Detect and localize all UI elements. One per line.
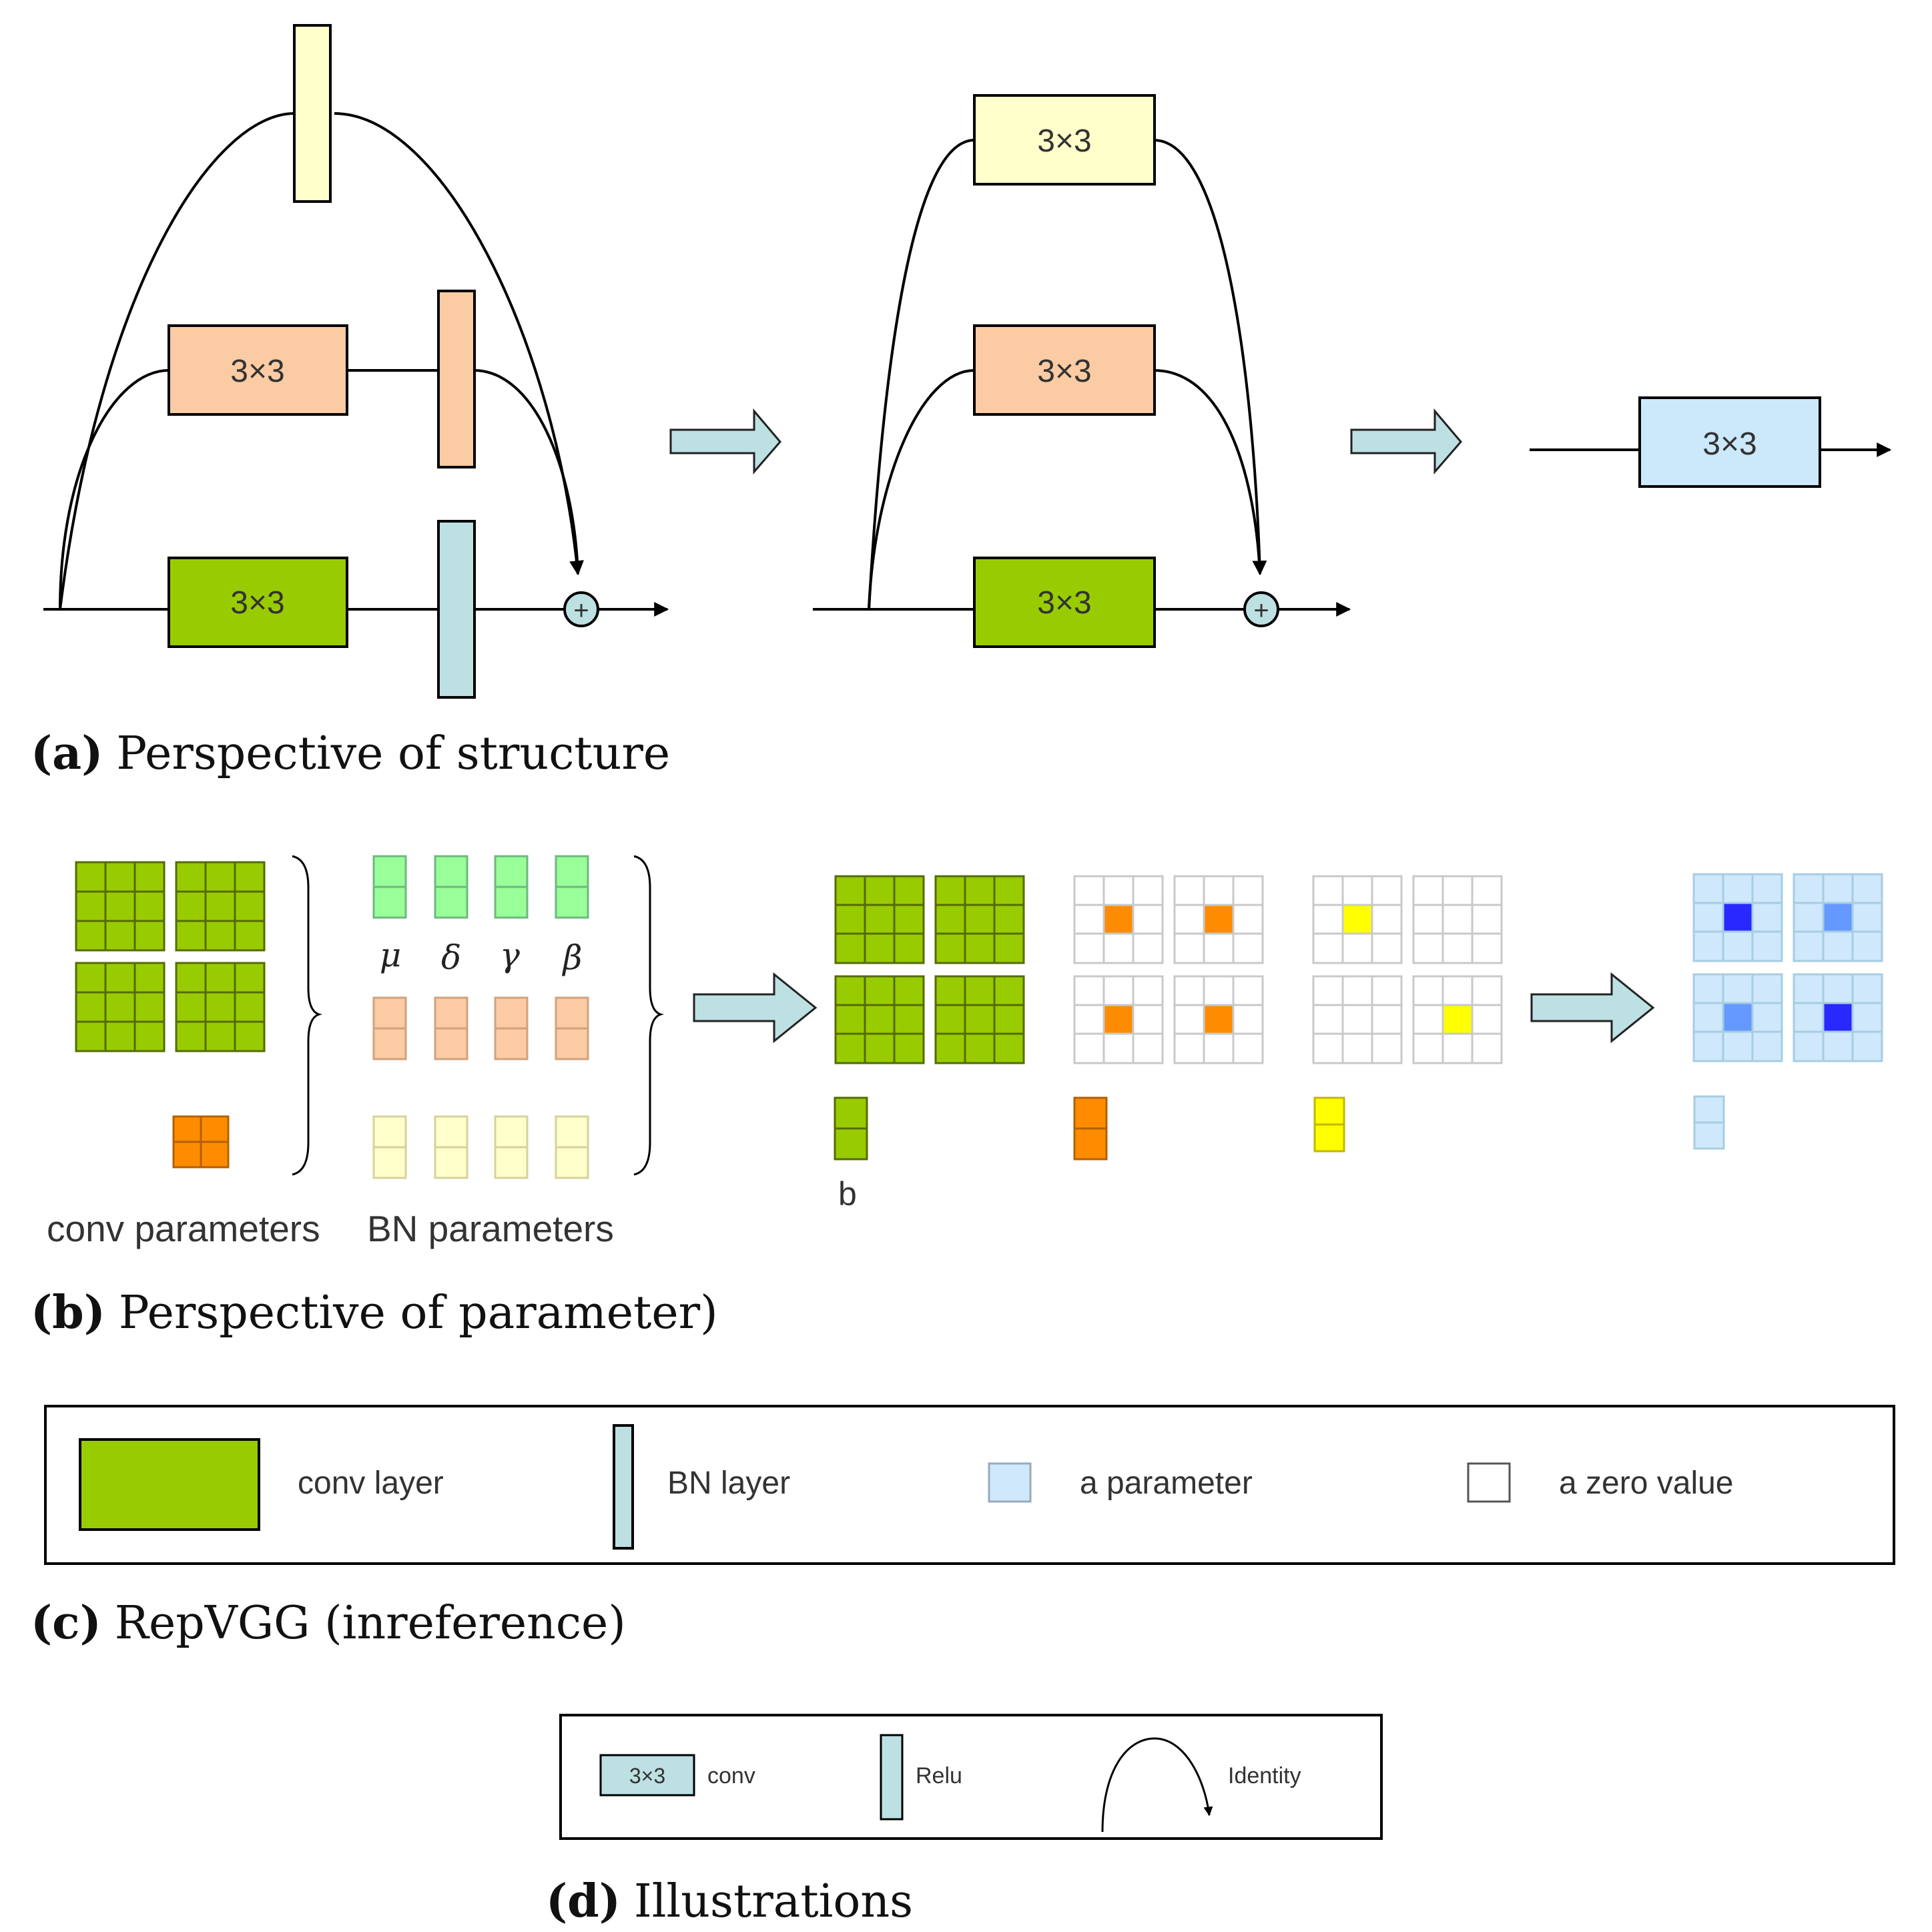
conv-kernel <box>175 861 266 952</box>
caption-c-text: RepVGG (inreference) <box>115 1597 626 1650</box>
bn-symbol-gamma: γ <box>500 936 520 974</box>
identity-branch-out-2 <box>1153 139 1267 576</box>
fused-identity-label: 3×3 <box>1037 123 1091 159</box>
fused-1x1-label: 3×3 <box>1037 354 1091 389</box>
conv1x1-bn-layer <box>437 290 476 468</box>
inference-3x3-label: 3×3 <box>1702 426 1756 462</box>
legend-bn-swatch <box>613 1424 634 1550</box>
conv-kernel <box>934 875 1025 964</box>
bn-params-green <box>372 855 589 919</box>
conv-kernel <box>834 875 925 964</box>
legend-a-zero-value: a zero value <box>1559 1466 1734 1501</box>
transform-arrow-3 <box>693 972 818 1044</box>
structure-panel: 3×3 3×3 + 3×3 3×3 3×3 + 3×3 <box>43 24 1892 699</box>
bn-symbol-delta: δ <box>441 938 461 977</box>
fused-identity-box <box>973 94 1156 186</box>
yellow-center-cell <box>1343 905 1472 1034</box>
bn-symbol-beta: β <box>562 938 583 977</box>
legend-conv-box <box>599 1754 695 1797</box>
legend-conv-swatch <box>79 1438 260 1531</box>
add-node-train <box>563 591 599 627</box>
legend-conv-layer: conv layer <box>298 1466 444 1501</box>
legend-identity-text: Identity <box>1228 1763 1301 1789</box>
legend-relu-swatch <box>880 1734 904 1821</box>
conv1x1-branch-in <box>59 369 170 610</box>
fused-conv-kernels <box>834 875 1025 1064</box>
caption-b-tag: (b) <box>31 1286 105 1339</box>
conv3x3-branch-box <box>168 557 348 648</box>
fused-3x3-label: 3×3 <box>1037 585 1091 621</box>
add-symbol-2: + <box>1253 596 1269 625</box>
caption-a-text: Perspective of structure <box>116 727 670 780</box>
transform-arrow-2 <box>1350 408 1462 475</box>
conv-kernel <box>934 975 1025 1064</box>
merged-center-cell <box>1723 903 1853 1032</box>
legend-c: conv layer BN layer a parameter a zero v… <box>44 1405 1895 1565</box>
caption-c: (c) RepVGG (inreference) <box>31 1596 626 1650</box>
inference-3x3-box <box>1638 396 1821 488</box>
legend-parameter-swatch <box>988 1462 1032 1503</box>
mid-branch-out-2 <box>1153 369 1261 575</box>
caption-b-text: Perspective of parameter) <box>119 1287 718 1339</box>
conv1x1-label: 3×3 <box>230 354 284 389</box>
legend-bn-layer: BN layer <box>667 1466 790 1501</box>
conv-kernel <box>75 861 166 952</box>
bias-merged <box>1693 1095 1725 1150</box>
brace-right <box>633 855 665 1176</box>
bias-label: b <box>838 1175 857 1213</box>
identity-kernels <box>1312 875 1503 1064</box>
bias-orange <box>1073 1096 1108 1161</box>
conv-kernel <box>834 975 925 1064</box>
caption-a: (a)Perspective of structure <box>31 727 670 780</box>
add-symbol: + <box>573 596 589 625</box>
legend-a-parameter: a parameter <box>1080 1466 1253 1501</box>
bn-params-orange <box>372 996 589 1060</box>
conv-params-label: conv parameters <box>47 1208 320 1249</box>
identity-branch-in-2 <box>868 139 975 610</box>
legend-identity-curve <box>1101 1737 1213 1833</box>
legend-relu-text: Relu <box>916 1763 962 1789</box>
legend-conv-box-label: 3×3 <box>629 1764 665 1788</box>
identity-curve-left <box>59 112 295 610</box>
mid-branch-in-2 <box>868 369 975 610</box>
conv-kernel <box>75 962 166 1052</box>
caption-d-text: Illustrations <box>634 1875 913 1928</box>
conv3x3-label: 3×3 <box>230 585 284 621</box>
legend-d: 3×3 conv Relu Identity <box>559 1714 1383 1840</box>
bn-params-label: BN parameters <box>367 1208 614 1249</box>
legend-d-frame <box>559 1714 1383 1840</box>
bn-params-yellow <box>372 1115 589 1179</box>
parameter-panel: μ δ γ β conv parameters BN parameters <box>47 855 1883 1249</box>
fused-biases <box>834 1096 1345 1161</box>
conv-kernels-input <box>75 861 266 1052</box>
orange-center-cell <box>1104 905 1233 1034</box>
bn-symbol-mu: μ <box>380 936 402 974</box>
conv3x3-bn-layer <box>437 520 476 699</box>
padded-1x1-kernels <box>1073 875 1264 1064</box>
train-block <box>43 112 669 617</box>
caption-c-tag: (c) <box>31 1596 101 1650</box>
legend-c-frame <box>44 1405 1895 1565</box>
add-node-fused <box>1243 591 1279 627</box>
caption-d-tag: (d) <box>546 1875 621 1928</box>
bias-green <box>834 1096 868 1161</box>
conv-kernel <box>175 962 266 1052</box>
transform-arrow-1 <box>669 408 781 475</box>
legend-conv-text: conv <box>707 1763 755 1789</box>
caption-a-tag: (a) <box>31 727 103 780</box>
fused-1x1-box <box>973 324 1156 416</box>
legend-zero-swatch <box>1467 1462 1511 1503</box>
fused-3x3-box <box>973 557 1156 648</box>
identity-bn-layer <box>293 24 332 203</box>
merged-kernels <box>1692 873 1883 1150</box>
conv1x1-kernels <box>172 1115 230 1169</box>
brace-left <box>292 855 323 1176</box>
bias-yellow <box>1313 1096 1345 1153</box>
conv1x1-branch-out <box>473 369 579 575</box>
caption-d: (d)Illustrations <box>546 1875 913 1928</box>
transform-arrow-4 <box>1530 972 1655 1044</box>
caption-b: (b) Perspective of parameter) <box>31 1286 718 1339</box>
conv1x1-branch-box <box>168 324 348 416</box>
